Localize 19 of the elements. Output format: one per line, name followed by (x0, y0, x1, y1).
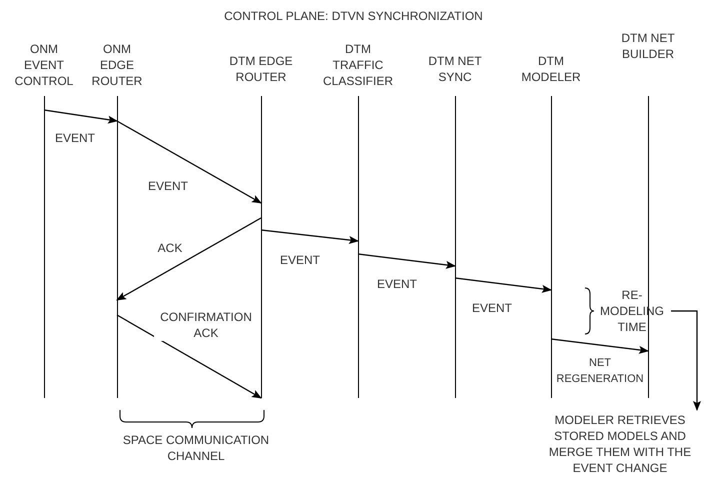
participant-label: DTM NET BUILDER (620, 30, 676, 62)
message-arrow (671, 310, 701, 411)
participant-label: ONM EVENT CONTROL (14, 41, 74, 89)
participant-label: DTM EDGE ROUTER (228, 53, 294, 85)
participant-label: DTM NET SYNC (427, 53, 483, 85)
message-arrow (116, 217, 262, 301)
participant-label: DTM MODELER (520, 53, 582, 85)
message-arrow (358, 253, 456, 269)
message-arrow (44, 109, 118, 124)
message-arrow (116, 120, 262, 204)
message-arrow (260, 229, 359, 244)
message-arrow (116, 314, 262, 399)
participant-label: ONM EDGE ROUTER (90, 41, 144, 89)
diagram-title: CONTROL PLANE: DTVN SYNCHRONIZATION (223, 8, 484, 24)
message-arrow (550, 338, 649, 354)
brace-label: SPACE COMMUNICATION CHANNEL (122, 432, 270, 464)
participant-label: DTM TRAFFIC CLASSIFIER (322, 41, 394, 89)
message-arrow (454, 277, 552, 293)
note-text: MODELER RETRIEVES STORED MODELS AND MERGE THEM WITH THE EVENT CHANGE (534, 412, 706, 476)
